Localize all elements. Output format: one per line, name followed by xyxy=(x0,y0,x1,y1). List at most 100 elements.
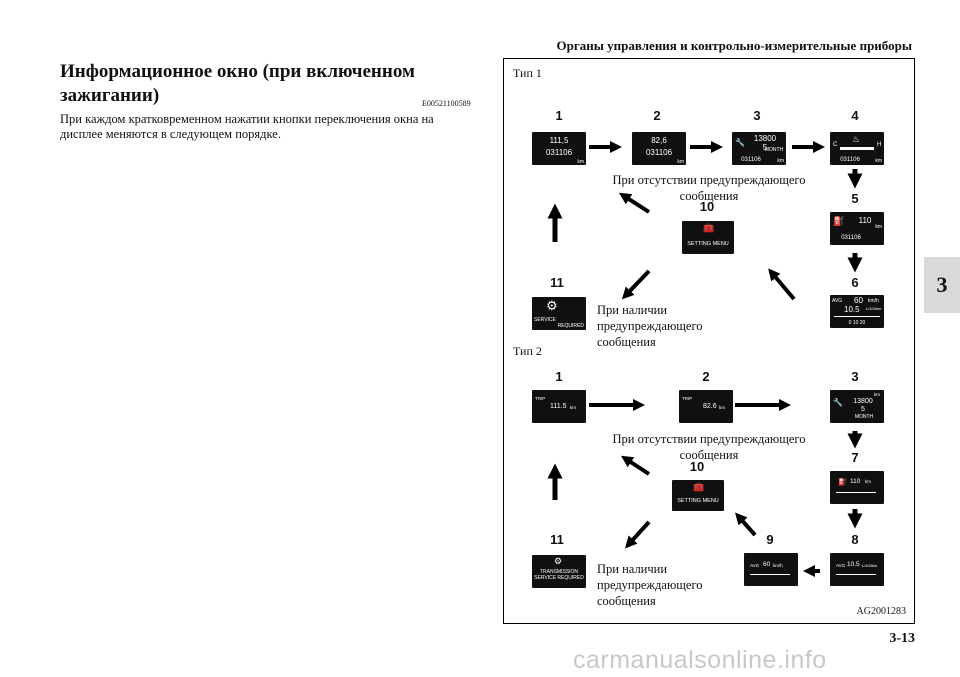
type2-d7-unit: km xyxy=(865,479,871,484)
type2-display-9: AVG 60 km/h xyxy=(744,553,798,586)
type1-d2-bottom: 031106 xyxy=(645,148,673,157)
type1-d1-bottom: 031106 xyxy=(545,148,573,157)
type2-num-1: 1 xyxy=(555,369,563,384)
watermark: carmanualsonline.info xyxy=(573,646,827,674)
type1-d3-unit: km xyxy=(777,158,784,164)
type2-d1-trip: TRIP xyxy=(535,396,546,401)
type2-display-10: 🧰 SETTING MENU xyxy=(672,480,724,511)
type2-d3-top: 13800 xyxy=(853,398,873,405)
range-scale-bar xyxy=(836,492,876,493)
arrow-t1-to-1 xyxy=(618,192,651,214)
type2-d2-trip: TRIP xyxy=(682,396,693,401)
type1-d4-c: C xyxy=(833,142,838,148)
page-number: 3-13 xyxy=(889,631,915,646)
type1-d5-top: 110 xyxy=(858,216,872,225)
type1-display-6: AVG 60 km/h 10.5 L/100km 0 10 20 xyxy=(830,295,884,328)
type2-num-8: 8 xyxy=(851,532,859,547)
type1-d1-unit: km xyxy=(577,159,584,165)
type1-d6-speed: 60 xyxy=(854,296,863,305)
temp-gauge-bar xyxy=(840,147,874,150)
type1-d4-h: H xyxy=(877,142,882,148)
arrow-t2-10-11 xyxy=(624,520,651,549)
section-title-line1: Информационное окно (при включенном xyxy=(60,61,415,82)
chapter-tab-number: 3 xyxy=(936,272,948,297)
type1-d3-mid: 5 xyxy=(762,143,768,152)
type1-display-3: 🔧 13800 5 MONTH 031106 km xyxy=(732,132,786,165)
type2-num-7: 7 xyxy=(851,450,859,465)
running-header: Органы управления и контрольно-измерител… xyxy=(556,38,912,53)
type2-d11-line1: TRANSMISSION xyxy=(539,569,579,575)
type1-num-2: 2 xyxy=(653,108,661,123)
service-gear-icon: ⚙ xyxy=(554,556,563,566)
consumption-scale-bar xyxy=(834,316,880,317)
type2-d1-val: 111.5 xyxy=(550,403,567,410)
type1-d6-cons-unit: L/100km xyxy=(866,306,882,311)
type1-caption-no-warning: При отсутствии предупреждающего сообщени… xyxy=(612,173,806,203)
section-title-line2: зажигании) xyxy=(60,85,160,106)
type1-d6-speed-unit: km/h xyxy=(868,298,879,304)
consumption-scale-bar xyxy=(836,574,876,575)
section-title: Информационное окно (при включенном зажи… xyxy=(60,60,480,108)
type2-d8-unit: L/100km xyxy=(862,563,878,568)
type2-label: Тип 2 xyxy=(513,344,542,358)
type2-display-8: AVG 10.5 L/100km xyxy=(830,553,884,586)
type1-d6-scale: 0 10 20 xyxy=(848,320,866,326)
type2-d1-unit: km xyxy=(570,405,576,410)
type1-num-11: 11 xyxy=(550,275,564,290)
arrow-t1-6-10 xyxy=(768,268,796,301)
figure-code: AG2001283 xyxy=(856,606,906,617)
type1-display-11: ⚙ SERVICE REQUIRED xyxy=(532,297,586,330)
type2-display-3: 🔧 km 13800 5 MONTH xyxy=(830,390,884,423)
type2-num-9: 9 xyxy=(766,532,774,547)
fuel-pump-icon: ⛽ xyxy=(833,216,845,226)
type2-display-11: ⚙ TRANSMISSION SERVICE REQUIRED xyxy=(532,555,586,588)
type1-d11-line2: REQUIRED xyxy=(557,323,584,329)
service-gear-icon: ⚙ xyxy=(546,298,558,313)
type1-d4-unit: km xyxy=(875,158,882,164)
type2-d7-val: 110 xyxy=(850,478,861,485)
type1-num-6: 6 xyxy=(851,275,859,290)
type1-d3-bottom: 031106 xyxy=(741,157,761,163)
type1-num-10: 10 xyxy=(699,199,715,214)
arrow-t1-10-11 xyxy=(621,269,651,300)
type2-display-1: TRIP 111.5 km xyxy=(532,390,586,423)
wrench-icon: 🔧 xyxy=(833,398,843,407)
type1-num-4: 4 xyxy=(851,108,859,123)
type1-d6-avg: AVG xyxy=(832,298,843,304)
type1-d3-month: MONTH xyxy=(764,147,784,153)
type1-d5-bottom: 031106 xyxy=(841,235,861,241)
type2-d9-avg: AVG xyxy=(750,563,760,568)
type2-d10-text: SETTING MENU xyxy=(677,498,719,504)
type1-d5-unit: km xyxy=(875,224,882,230)
type1-display-5: ⛽ 110 km 031106 xyxy=(830,212,884,245)
speed-scale-bar xyxy=(750,574,790,575)
arrow-t2-9-10 xyxy=(735,512,757,537)
figure-arrows xyxy=(547,141,863,577)
type1-display-4: ♨ C H 031106 km xyxy=(830,132,884,165)
type1-num-1: 1 xyxy=(555,108,563,123)
type1-d3-top: 13800 xyxy=(753,134,777,143)
chapter-tab xyxy=(924,257,960,313)
section-code: E00521100589 xyxy=(422,99,471,108)
type1-display-10: 🧰 SETTING MENU xyxy=(682,221,734,254)
type1-display-1: 111,5 031106 km xyxy=(532,132,586,165)
toolbox-icon: 🧰 xyxy=(703,223,715,233)
type2-d8-avg: AVG xyxy=(836,563,846,568)
coolant-temp-icon: ♨ xyxy=(852,134,861,144)
type2-d11-line2: SERVICE REQUIRED xyxy=(534,575,584,581)
type2-display-2: TRIP 82.6 km xyxy=(679,390,733,423)
wrench-icon: 🔧 xyxy=(735,138,745,147)
type2-caption-no-warning: При отсутствии предупреждающего сообщени… xyxy=(612,432,806,462)
type2-num-11: 11 xyxy=(550,532,564,547)
type1-d4-bottom: 031106 xyxy=(840,157,860,163)
arrow-t2-to-1 xyxy=(620,455,651,476)
type1-d1-top: 111,5 xyxy=(549,136,569,145)
type1-d2-top: 82,6 xyxy=(651,136,667,145)
fuel-pump-icon: ⛽ xyxy=(838,479,847,486)
type2-d2-unit: km xyxy=(719,405,725,410)
type1-num-3: 3 xyxy=(753,108,761,123)
type2-caption-warning: При наличии предупреждающего сообщения xyxy=(597,562,703,608)
body-text: При каждом кратковременном нажатии кнопк… xyxy=(60,112,434,141)
toolbox-icon: 🧰 xyxy=(693,482,705,492)
type2-d3-unit: km xyxy=(874,392,880,397)
